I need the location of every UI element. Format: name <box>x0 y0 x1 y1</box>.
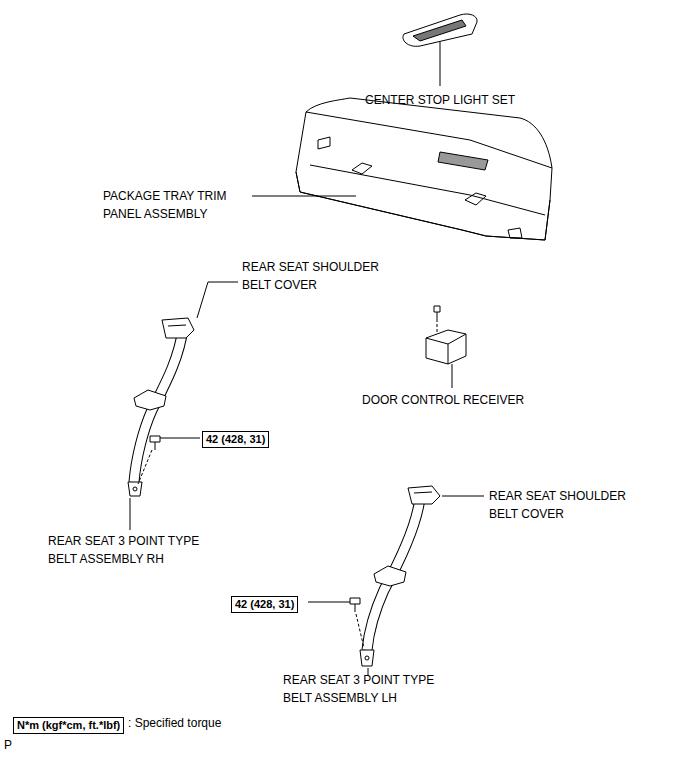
package-tray <box>252 98 552 240</box>
part-label: PACKAGE TRAY TRIM PANEL ASSEMBLY <box>103 187 231 223</box>
part-label: REAR SEAT 3 POINT TYPE BELT ASSEMBLY RH <box>48 532 218 568</box>
torque-node: N*m (kgf*cm, ft.*lbf): Specified torque <box>13 715 124 734</box>
part-label: REAR SEAT SHOULDER BELT COVER <box>242 258 392 294</box>
spec-note: : Specified torque <box>128 715 221 732</box>
torque-spec: N*m (kgf*cm, ft.*lbf) <box>13 717 124 734</box>
part-label: P <box>4 736 12 754</box>
part-label: REAR SEAT SHOULDER BELT COVER <box>489 487 639 523</box>
torque-spec: 42 (428, 31) <box>231 596 298 613</box>
torque-spec: 42 (428, 31) <box>202 431 269 448</box>
part-label: DOOR CONTROL RECEIVER <box>362 391 524 409</box>
seat-belt-lh <box>308 486 484 676</box>
torque-node: 42 (428, 31) <box>231 594 298 613</box>
torque-node: 42 (428, 31) <box>202 429 269 448</box>
seat-belt-rh <box>128 282 238 530</box>
part-label: CENTER STOP LIGHT SET <box>365 91 515 109</box>
stop-light <box>403 14 477 86</box>
door-control-receiver <box>426 306 466 388</box>
part-label: REAR SEAT 3 POINT TYPE BELT ASSEMBLY LH <box>283 671 453 707</box>
